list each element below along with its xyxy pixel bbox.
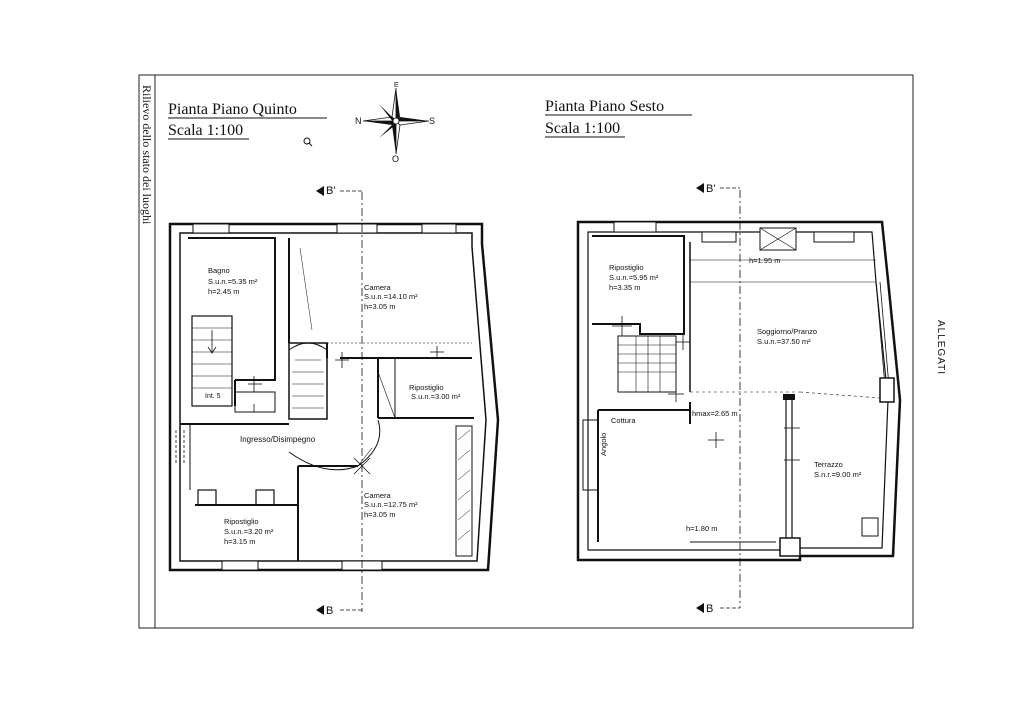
rp-room-2-name: Soggiorno/Pranzo <box>757 327 817 336</box>
right-floor-plan <box>576 220 902 562</box>
sheet-frame <box>138 74 914 629</box>
lp-room-2-area: S.u.n.=14.10 m² <box>364 292 418 301</box>
rp-room-3-name: Cottura <box>611 416 636 425</box>
lp-room-5-area: S.u.n.=12.75 m² <box>364 500 418 509</box>
right-plan-scale: Scala 1:100 <box>545 120 620 137</box>
rp-room-1-name: Ripostiglio <box>609 263 644 272</box>
compass-o: O <box>392 154 399 164</box>
right-section-bottom-label: B <box>706 603 713 615</box>
lp-room-6-name: Ripostiglio <box>224 517 259 526</box>
rp-room-1-height: h=3.35 m <box>609 283 640 292</box>
lp-room-2-height: h=3.05 m <box>364 302 395 311</box>
lp-room-1-name: Bagno <box>208 266 230 275</box>
left-section-bottom-label: B <box>326 605 333 617</box>
rp-room-1-area: S.u.n.=5.95 m² <box>609 273 659 282</box>
lp-stair-label: Int. 5 <box>205 393 221 400</box>
left-plan-scale: Scala 1:100 <box>168 122 243 139</box>
side-label: Rilievo dello stato dei luoghi <box>140 85 154 225</box>
lp-room-1-area: S.u.n.=5.35 m² <box>208 277 258 286</box>
right-section-top-label: B' <box>706 183 715 195</box>
right-plan-title: Pianta Piano Sesto <box>545 98 664 115</box>
annex-label: ALLEGATI <box>935 320 946 375</box>
lp-room-3-area: S.u.n.=3.00 m² <box>411 392 461 401</box>
rp-room-2-area: S.u.n.=37.50 m² <box>757 337 811 346</box>
lp-room-5-name: Camera <box>364 491 392 500</box>
magnifier-icon <box>303 137 313 147</box>
left-section-bottom-arrow-icon <box>316 605 324 615</box>
compass-s: S <box>429 116 435 126</box>
lp-room-4-name: Ingresso/Disimpegno <box>240 435 316 444</box>
rp-h-top: h=1.95 m <box>749 256 780 265</box>
right-section-top-arrow-icon <box>696 183 704 193</box>
right-section-bottom-arrow-icon <box>696 603 704 613</box>
compass-rose-icon <box>362 87 430 155</box>
lp-room-1-height: h=2.45 m <box>208 287 239 296</box>
lp-room-5-height: h=3.05 m <box>364 510 395 519</box>
lp-room-3-name: Ripostiglio <box>409 383 444 392</box>
rp-room-5-name: Terrazzo <box>814 460 843 469</box>
left-section-top-label: B' <box>326 185 335 197</box>
lp-room-6-area: S.u.n.=3.20 m² <box>224 527 274 536</box>
compass-e: E <box>394 82 399 89</box>
left-floor-plan <box>168 222 500 572</box>
rp-h-bottom: h=1.80 m <box>686 524 717 533</box>
rp-room-4-name: Angolo <box>599 433 608 456</box>
rp-h-max: hmax=2.65 m <box>692 409 738 418</box>
left-plan-title: Pianta Piano Quinto <box>168 101 297 118</box>
lp-room-2-name: Camera <box>364 283 392 292</box>
lp-room-6-height: h=3.15 m <box>224 537 255 546</box>
rp-room-5-area: S.n.r.=9.00 m² <box>814 470 862 479</box>
left-section-top-arrow-icon <box>316 186 324 196</box>
compass-n: N <box>355 116 362 126</box>
